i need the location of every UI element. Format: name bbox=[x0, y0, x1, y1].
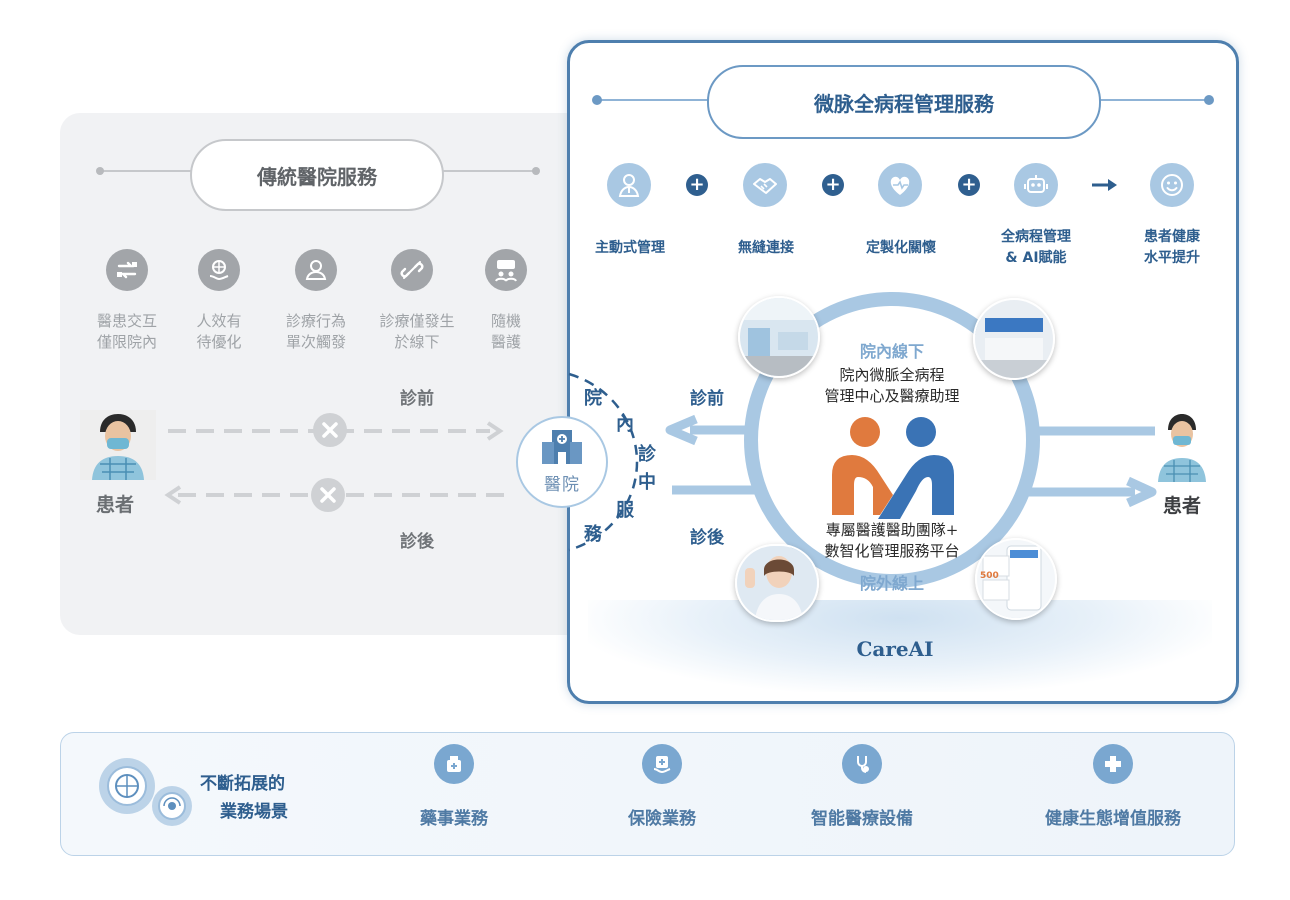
care-title-line-right bbox=[1095, 99, 1207, 101]
care-flow-diagram bbox=[665, 292, 1157, 588]
feature-4-label: 全病程管理& AI賦能 bbox=[1001, 229, 1071, 266]
care-before-label: 診前 bbox=[690, 389, 724, 409]
hospital-icon bbox=[542, 430, 582, 464]
trad-back-arrow bbox=[164, 485, 510, 505]
feature-5-label: 患者健康水平提升 bbox=[1144, 229, 1200, 266]
traditional-title: 傳統醫院服務 bbox=[190, 139, 444, 211]
heart-pulse-icon bbox=[878, 163, 922, 207]
trad-title-dot-right bbox=[532, 167, 540, 175]
scenario-device-label: 智能醫療設備 bbox=[811, 809, 913, 829]
plus-icon-2: + bbox=[822, 174, 844, 196]
device-icon bbox=[842, 744, 882, 784]
scenario-insurance-label: 保險業務 bbox=[628, 809, 696, 829]
health-service-icon bbox=[1093, 744, 1133, 784]
feature-2-label: 無縫連接 bbox=[738, 240, 794, 256]
gears-icon bbox=[99, 758, 192, 826]
trad-title-line-right bbox=[440, 170, 535, 172]
feature-1-label: 主動式管理 bbox=[595, 240, 665, 256]
scenario-pharmacy-label: 藥事業務 bbox=[420, 809, 488, 829]
scenario-health-label: 健康生態增值服務 bbox=[1045, 809, 1181, 829]
patient-illustration-left bbox=[80, 410, 156, 480]
link-broken-icon bbox=[391, 249, 433, 291]
service-char-4: 中 bbox=[638, 472, 656, 493]
trad-after-label: 診後 bbox=[400, 532, 434, 552]
clinic-photo-2 bbox=[973, 298, 1055, 380]
close-icon-top bbox=[313, 413, 347, 447]
feature-3-label: 定製化關懷 bbox=[866, 240, 936, 256]
careai-title: 微脉全病程管理服務 bbox=[707, 65, 1101, 139]
careai-panel bbox=[567, 40, 1239, 704]
trad-before-label: 診前 bbox=[400, 389, 434, 409]
robot-icon bbox=[1014, 163, 1058, 207]
trad-item-5-label: 隨機醫護 bbox=[490, 312, 521, 351]
exchange-icon bbox=[106, 249, 148, 291]
offline-title: 院內線下 bbox=[859, 342, 924, 361]
app-badge-value: 500 bbox=[980, 571, 999, 581]
offline-description: 院內微脈全病程 管理中心及醫療助理 bbox=[824, 366, 960, 405]
globe-hand-icon bbox=[198, 249, 240, 291]
trad-item-1-label: 醫患交互僅限院內 bbox=[96, 312, 157, 351]
hospital-service-arc bbox=[568, 372, 639, 552]
careai-brand: CareAI bbox=[856, 637, 934, 661]
chat-people-icon bbox=[485, 249, 527, 291]
care-title-dot-left bbox=[592, 95, 602, 105]
service-char-1: 院 bbox=[584, 388, 602, 409]
trad-title-dot-left bbox=[96, 167, 104, 175]
service-char-2: 內 bbox=[616, 414, 634, 435]
trad-item-3-label: 診療行為單次觸發 bbox=[285, 312, 346, 351]
smile-icon bbox=[1150, 163, 1194, 207]
care-title-dot-right bbox=[1204, 95, 1214, 105]
care-title-line-left bbox=[598, 99, 710, 101]
hospital-label: 醫院 bbox=[544, 475, 580, 495]
trad-item-2-label: 人效有待優化 bbox=[196, 312, 242, 351]
trad-forward-arrow bbox=[168, 421, 504, 441]
handshake-icon bbox=[743, 163, 787, 207]
close-icon-bottom bbox=[311, 478, 345, 512]
care-after-label: 診後 bbox=[690, 528, 724, 548]
scenario-title: 不斷拓展的 業務場景 bbox=[200, 774, 288, 822]
patient-illustration-right bbox=[1158, 414, 1206, 482]
plus-icon-3: + bbox=[958, 174, 980, 196]
service-char-3: 診 bbox=[638, 444, 656, 465]
patient-label-right: 患者 bbox=[1163, 495, 1202, 517]
service-char-6: 務 bbox=[584, 524, 602, 545]
trad-title-line-left bbox=[100, 170, 192, 172]
ai-assistant-photo bbox=[735, 544, 819, 622]
arrow-right-icon bbox=[1092, 179, 1117, 191]
hospital-node: 醫院 bbox=[516, 416, 608, 508]
app-screenshot-photo bbox=[975, 538, 1057, 620]
trad-item-4-label: 診療僅發生於線下 bbox=[379, 312, 455, 351]
team-description: 專屬醫護醫助團隊+ 數智化管理服務平台 bbox=[824, 521, 960, 560]
plus-icon-1: + bbox=[686, 174, 708, 196]
insurance-icon bbox=[642, 744, 682, 784]
clinic-photo-1 bbox=[738, 296, 820, 378]
service-char-5: 服 bbox=[616, 500, 634, 521]
platform-glow bbox=[588, 600, 1212, 692]
pharmacy-icon bbox=[434, 744, 474, 784]
person-icon bbox=[295, 249, 337, 291]
online-title: 院外線上 bbox=[859, 574, 924, 593]
doctor-icon bbox=[607, 163, 651, 207]
patient-label-left: 患者 bbox=[96, 494, 135, 516]
careai-m-logo bbox=[832, 417, 954, 519]
